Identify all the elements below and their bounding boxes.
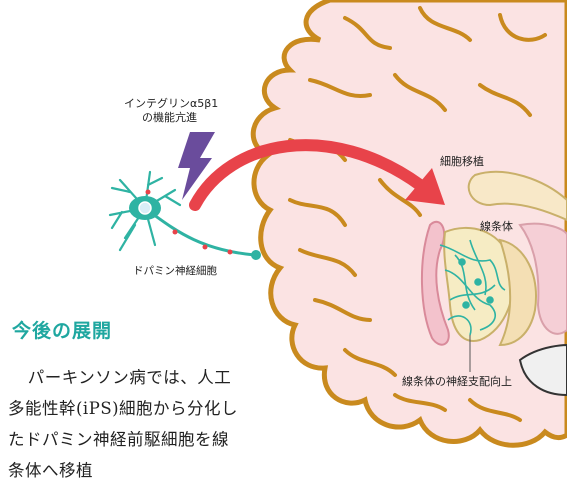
body-paragraph-container: パーキンソン病では、人工多能性幹(iPS)細胞から分化したドパミン神経前駆細胞を… bbox=[8, 362, 244, 486]
integrin-label: インテグリンα5β1 bbox=[124, 97, 218, 111]
section-heading: 今後の展開 bbox=[12, 316, 112, 343]
striatum-label: 線条体 bbox=[480, 220, 513, 234]
dopamine-neuron-label: ドパミン神経細胞 bbox=[133, 264, 217, 278]
synapse-dot bbox=[173, 230, 178, 235]
axon-terminal bbox=[251, 250, 261, 260]
synapse-dot bbox=[228, 250, 233, 255]
axon bbox=[150, 212, 255, 255]
cell-body bbox=[487, 297, 493, 303]
body-paragraph: パーキンソン病では、人工多能性幹(iPS)細胞から分化したドパミン神経前駆細胞を… bbox=[8, 362, 244, 486]
function-label: の機能亢進 bbox=[142, 111, 197, 125]
synapse-dot bbox=[203, 245, 208, 250]
transplant-label: 細胞移植 bbox=[440, 155, 484, 169]
innervation-label: 線条体の神経支配向上 bbox=[400, 374, 514, 390]
cell-nucleus bbox=[139, 202, 151, 214]
dopamine-neuron bbox=[110, 172, 261, 260]
cell-body bbox=[475, 279, 481, 285]
cell-body bbox=[459, 259, 465, 265]
cell-body bbox=[463, 302, 469, 308]
synapse-dot bbox=[146, 190, 151, 195]
